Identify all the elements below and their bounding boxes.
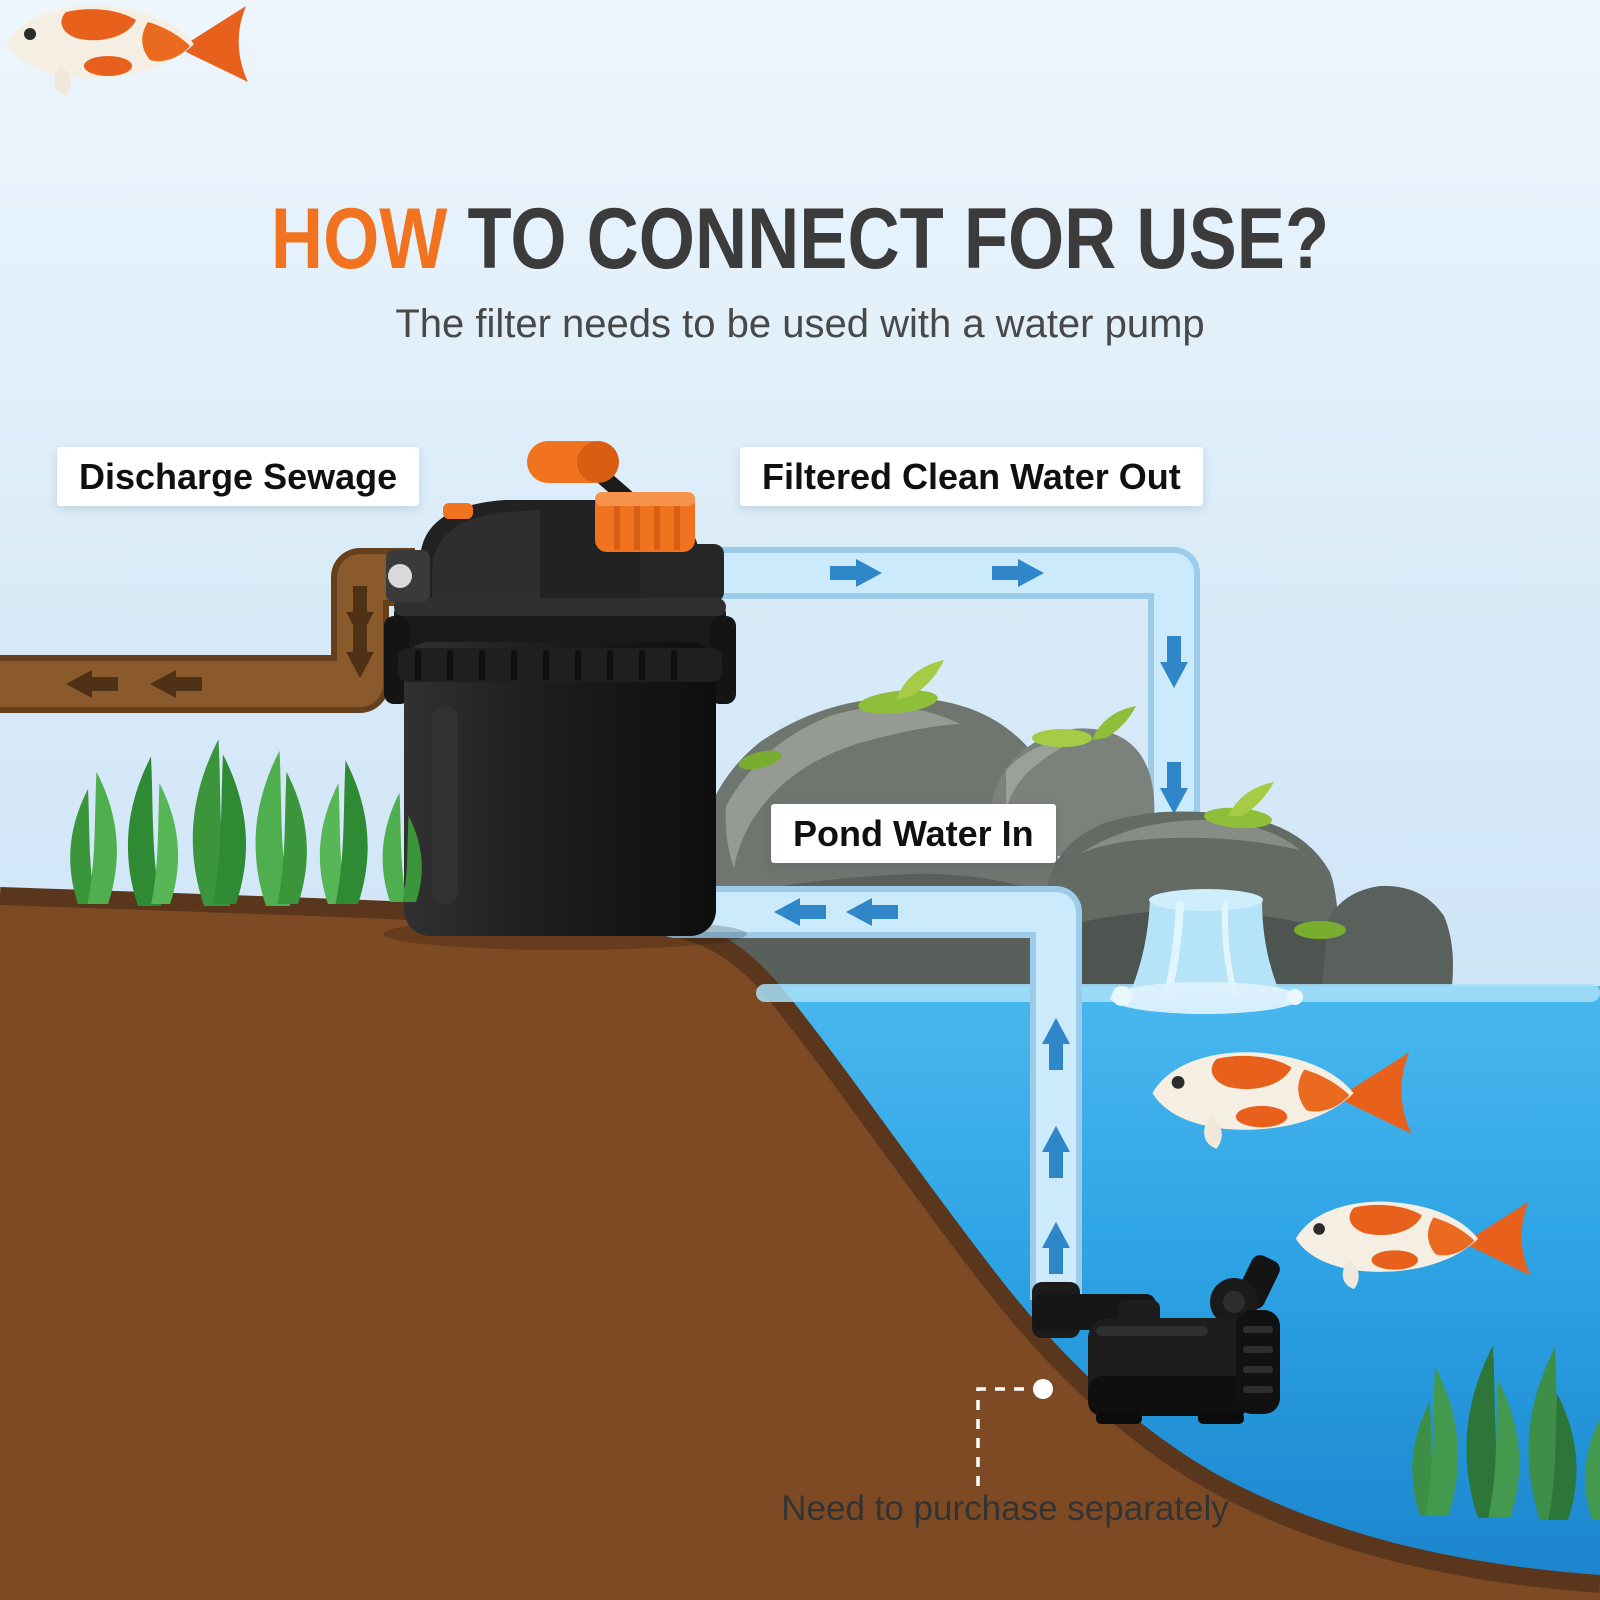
waterfall <box>1110 889 1303 1014</box>
koi-fish <box>6 5 1531 1290</box>
moss <box>738 660 1346 939</box>
outlet-cap <box>595 492 695 552</box>
crank-handle-icon <box>527 441 619 483</box>
title-rest: TO CONNECT FOR USE? <box>447 191 1330 287</box>
purchase-callout <box>976 1379 1053 1490</box>
purchase-note: Need to purchase separately <box>781 1489 1229 1528</box>
label-discharge-sewage: Discharge Sewage <box>57 447 420 507</box>
label-filtered-clean-water-out: Filtered Clean Water Out <box>740 447 1203 507</box>
grass-left <box>70 739 422 906</box>
filter-canister <box>383 441 747 950</box>
label-pond-water-in: Pond Water In <box>771 804 1056 864</box>
pressure-button <box>443 503 473 519</box>
pump-intake-cage <box>1236 1310 1280 1414</box>
page-title: HOW TO CONNECT FOR USE? <box>128 196 1472 282</box>
discharge-pipe <box>0 548 415 713</box>
page-subtitle: The filter needs to be used with a water… <box>395 302 1205 346</box>
latch-right <box>710 616 736 704</box>
filter-body <box>404 642 716 936</box>
water-pump <box>1032 1255 1280 1424</box>
title-highlight: HOW <box>270 191 448 287</box>
latch-left <box>384 616 410 704</box>
outlet-fitting <box>640 544 724 602</box>
callout-dashed-line <box>976 1387 1043 1490</box>
callout-dot <box>1033 1379 1053 1399</box>
